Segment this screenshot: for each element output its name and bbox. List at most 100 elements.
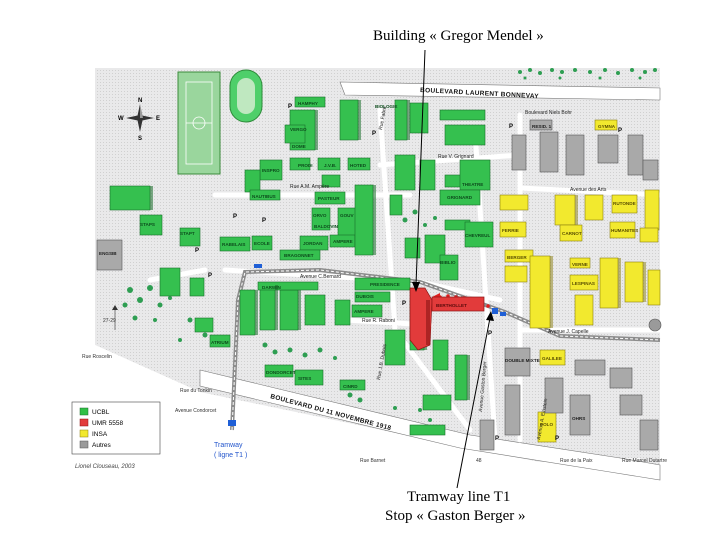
label-rue-grignard: Rue V. Grignard bbox=[438, 154, 474, 160]
compass-rose: N S E W bbox=[118, 98, 160, 142]
legend-swatch-umr bbox=[79, 418, 89, 427]
label-avenue-bernard: Avenue C.Bernard bbox=[300, 274, 341, 280]
bl-dondorcet: DONDORCET bbox=[266, 370, 296, 375]
bl-grignard: GRIGNARD bbox=[447, 195, 473, 200]
roundabout bbox=[648, 318, 662, 332]
bl-berthollet: BERTHOLLET bbox=[436, 303, 467, 308]
svg-text:P: P bbox=[233, 214, 237, 220]
bl-staps: STAPS bbox=[140, 222, 155, 227]
label-rue-ampere: Rue A.M. Ampère bbox=[290, 184, 329, 190]
svg-text:P: P bbox=[495, 436, 499, 442]
bl-sites: SITES bbox=[298, 376, 311, 381]
bl-prodi: PRODI bbox=[298, 163, 313, 168]
svg-text:P: P bbox=[288, 104, 292, 110]
label-rue-fabre: Rue Fabre bbox=[378, 106, 388, 131]
label-rue-raboni: Rue R. Raboni bbox=[362, 318, 395, 324]
legend: UCBL UMR 5558 INSA Autres bbox=[71, 401, 161, 455]
parking-marks: P P P P P P P P P P P P bbox=[195, 104, 622, 442]
legend-swatch-autres bbox=[79, 440, 89, 449]
bus-stop-48: 48 bbox=[476, 458, 482, 464]
compass-n: N bbox=[138, 98, 142, 104]
label-avenue-capelle: Avenue J. Capelle bbox=[548, 329, 589, 335]
bl-carnot: CARNOT bbox=[562, 231, 582, 236]
bl-humanites: HUMANITES bbox=[611, 228, 638, 233]
insa-buildings bbox=[499, 119, 661, 443]
compass-e: E bbox=[156, 116, 160, 122]
svg-text:P: P bbox=[372, 131, 376, 137]
bl-verne: VERNE bbox=[572, 262, 588, 267]
bl-lespinas: LESPINAS bbox=[572, 281, 595, 286]
bl-biblio: BIBLIO bbox=[440, 260, 456, 265]
legend-label-autres: Autres bbox=[92, 442, 112, 449]
bl-ferrie: FERRIE bbox=[502, 228, 519, 233]
svg-text:P: P bbox=[488, 331, 492, 337]
bl-cinrd: CINRD bbox=[343, 384, 358, 389]
svg-text:P: P bbox=[618, 128, 622, 134]
insa-shadows bbox=[550, 195, 646, 328]
bl-nautibus: NAUTIBUS bbox=[252, 194, 276, 199]
bl-darwin: DARWIN bbox=[262, 285, 281, 290]
tramway-track bbox=[230, 267, 661, 431]
tram-map-sub: ( ligne T1 ) bbox=[214, 452, 247, 459]
building-labels: HAMPHY VERGO DOME BIOLOGIE PRODI INSPRO … bbox=[99, 101, 638, 427]
ucbl-buildings bbox=[109, 96, 494, 436]
compass-s: S bbox=[138, 136, 142, 142]
bl-inspro: INSPRO bbox=[262, 168, 280, 173]
svg-text:P: P bbox=[509, 124, 513, 130]
bl-rabelais: RABELAIS bbox=[222, 242, 245, 247]
bl-rutonde: RUTONDE bbox=[613, 201, 636, 206]
bl-ohrs: OHRS bbox=[572, 416, 585, 421]
trees-top-right bbox=[518, 68, 657, 80]
bl-baldovin: BALDOVIN bbox=[314, 224, 339, 229]
caption-building: Building « Gregor Mendel » bbox=[373, 28, 544, 44]
bl-vergo: VERGO bbox=[290, 127, 307, 132]
compass-w: W bbox=[118, 116, 124, 122]
bl-berger: BERGER bbox=[507, 255, 527, 260]
bl-dome: DOME bbox=[292, 144, 306, 149]
bl-presidence: PRESIDENCE bbox=[370, 282, 400, 287]
bl-ecole: ECOLE bbox=[254, 241, 270, 246]
caption-tram-line: Tramway line T1 bbox=[407, 489, 511, 505]
bl-polo: POLO bbox=[540, 422, 553, 427]
label-rue-marcel: Rue Marcel Dutartre bbox=[622, 458, 667, 464]
bl-pasteur: PASTEUR bbox=[318, 196, 340, 201]
svg-text:P: P bbox=[555, 436, 559, 442]
label-bd-niels-bohr: Boulevard Niels Bohr bbox=[525, 110, 572, 116]
annotation-arrow-tram bbox=[456, 317, 491, 489]
legend-swatch-insa bbox=[79, 429, 89, 438]
bl-double-mixte: DOUBLE MIXTE bbox=[505, 358, 540, 363]
umr-building bbox=[409, 287, 485, 351]
trees-west bbox=[122, 207, 437, 422]
bl-hamphy: HAMPHY bbox=[298, 101, 318, 106]
legend-swatch-ucbl bbox=[79, 407, 89, 416]
svg-text:P: P bbox=[208, 273, 212, 279]
svg-text:P: P bbox=[195, 248, 199, 254]
label-rue-barnet: Rue Barnet bbox=[360, 458, 386, 464]
bl-jvb: J.V.B. bbox=[324, 163, 336, 168]
bl-biologie: BIOLOGIE bbox=[375, 104, 397, 109]
bl-gouv: GOUV bbox=[340, 213, 354, 218]
tram-map-label: Tramway bbox=[214, 442, 243, 449]
legend-label-umr: UMR 5558 bbox=[92, 420, 123, 427]
bl-bragonnet: BRAGONNET bbox=[284, 253, 314, 258]
bl-chevreul: CHEVREUL bbox=[465, 233, 490, 238]
bl-stapt: STAPT bbox=[180, 231, 195, 236]
annotation-arrow-building bbox=[415, 49, 426, 286]
bl-theatre: THEATRE bbox=[462, 182, 483, 187]
label-rue-paix: Rue de la Paix bbox=[560, 458, 593, 464]
caption-tram-stop: Stop « Gaston Berger » bbox=[385, 508, 526, 524]
label-rue-tonkin: Rue du Tonkin bbox=[180, 388, 212, 394]
blvd-north-band bbox=[339, 81, 661, 101]
bl-jordan: JORDAN bbox=[303, 241, 323, 246]
label-rue-roscelin: Rue Roscelin bbox=[82, 354, 112, 360]
bl-engsib: ENGSIB bbox=[99, 251, 117, 256]
label-avenue-condorcet: Avenue Condorcet bbox=[175, 408, 217, 414]
tram-stop-markers bbox=[228, 264, 506, 426]
svg-text:P: P bbox=[402, 301, 406, 307]
bl-ampere: AMPERE bbox=[333, 239, 353, 244]
map-credit: Lionel Clouseau, 2003 bbox=[75, 464, 135, 470]
svg-text:P: P bbox=[262, 218, 266, 224]
bus-stop-27-29: 27-29 bbox=[103, 318, 116, 324]
